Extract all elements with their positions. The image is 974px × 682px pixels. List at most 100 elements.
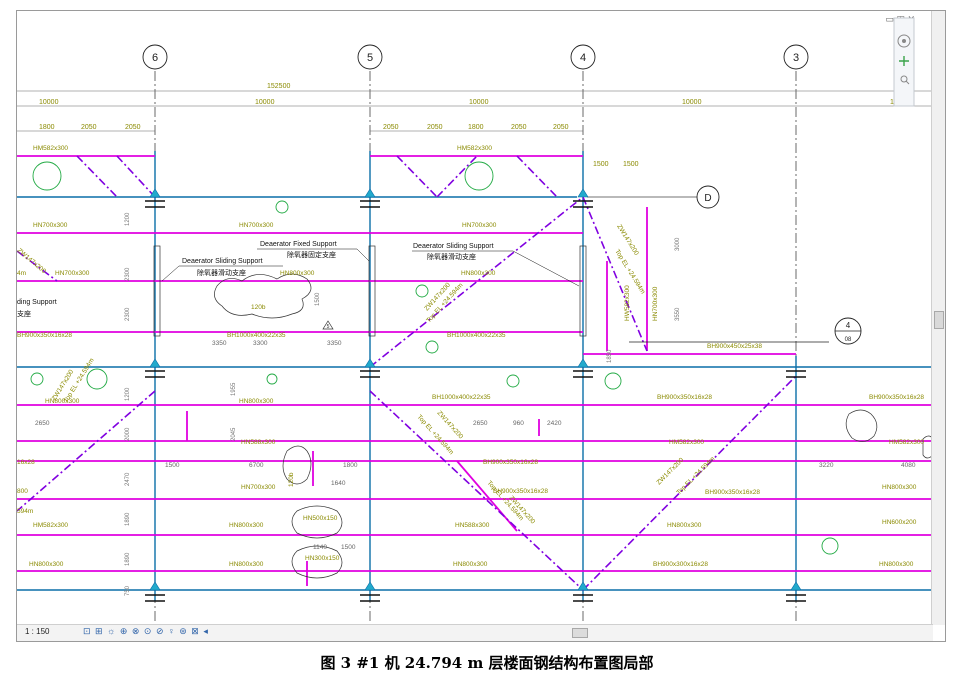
dim-left-top-2: 2050 [81,124,97,131]
dim-small-1: 1640 [331,480,346,487]
dim-right-top-2: 1500 [623,161,639,168]
section-mark: 4 08 [629,317,862,345]
member-row9-c: HN588x300 [455,522,490,529]
member-row2-b: HN700x300 [239,222,274,229]
member-row9-b: HN800x300 [229,522,264,529]
sliding-support-left-cn: 支座 [17,309,31,318]
axis-label-5: 5 [367,52,373,64]
member-row8-a: HN700x300 [241,484,276,491]
member-small-a: 120b [251,304,266,311]
dim-row-mid-3: 1800 [343,462,358,469]
svg-text:5: 5 [327,324,330,330]
dim-mid-top-4: 2050 [511,124,527,131]
member-row8-b: BH900x350x16x28 [705,489,760,496]
axis-bubble-5: 5 [357,44,383,70]
member-row2-c: HN700x300 [462,222,497,229]
vdim-2: 2300 [125,267,131,281]
dim-row-bottom-1: 3350 [212,340,227,347]
dim-left-top-3: 2050 [125,124,141,131]
axis-bubble-3: 3 [783,44,809,70]
member-small-b: 120b [288,472,295,487]
sliding-support-en: Deaerator Sliding Support [182,258,263,265]
figure-number: 图 3 [320,654,352,672]
vdim-14: 1850 [607,349,613,363]
section-num: 4 [846,321,851,330]
scale-readout[interactable]: 1 : 150 [25,627,50,636]
drawing-canvas[interactable]: 6 5 4 3 152500 1000 [17,11,933,625]
member-row3-a: HN700x300 [55,270,90,277]
annot-elev-left: 4m [17,270,26,277]
dim-far-right-1: 3220 [819,462,834,469]
horizontal-scroll-thumb[interactable] [572,628,588,638]
member-row4-b: BH1000x400x22x35 [227,332,286,339]
axis-label-6: 6 [152,52,158,64]
dim-row-bottom-3: 3350 [327,340,342,347]
dim-far-right-2: 4080 [901,462,916,469]
vdim-13: 3550 [675,307,681,321]
vdim-15: 1500 [315,292,321,306]
axis-label-d: D [704,193,711,204]
axis-label-4: 4 [580,52,586,64]
dim-mid-top-2: 2050 [427,124,443,131]
member-row10-d: BH900x300x16x28 [653,561,708,568]
annot-cut-left2: 16x28 [17,459,35,466]
pan-icon[interactable] [899,56,909,66]
vdim-12: 3000 [675,237,681,251]
dim-bay-2: 10000 [255,99,275,106]
member-row6-a: HN588x300 [241,439,276,446]
member-row8-d: HN800x300 [882,484,917,491]
dim-row-right-2: 960 [513,420,524,427]
member-row5-d: BH900x350x16x28 [657,394,712,401]
axis-label-3: 3 [793,52,799,64]
dim-small-2: 1500 [341,544,356,551]
vdim-5: 2000 [125,427,131,441]
dim-bay-1: 10000 [39,99,59,106]
member-row4-c: BH1000x400x22x35 [447,332,506,339]
sliding-support-right-en: Deaerator Sliding Support [413,243,494,250]
annot-elev-left2: 594m [17,508,33,515]
member-row3-b: HN800x300 [280,270,315,277]
member-row5-e: BH900x350x16x28 [869,394,924,401]
vdim-1: 1200 [125,212,131,226]
dim-mid-top-1: 2050 [383,124,399,131]
zoom-icon[interactable] [900,75,910,85]
member-row9-a: HM582x300 [33,522,68,529]
section-sheet: 08 [845,337,852,343]
vdim-8: 1890 [125,552,131,566]
member-row5-a: HN800x300 [45,398,80,405]
vdim-9: 750 [125,585,131,596]
dim-left-2650: 2650 [35,420,50,427]
dim-row-mid-2: 6700 [249,462,264,469]
steel-layout-drawing: 6 5 4 3 152500 1000 [17,44,933,621]
sliding-support-cn: 除氧器滑动支座 [197,268,246,277]
vdim-3: 2300 [125,307,131,321]
axis-bubble-d: D [696,185,720,209]
sliding-support-left-en: ding Support [17,299,57,306]
dim-row-right-1: 2650 [473,420,488,427]
vertical-scrollbar[interactable] [931,11,945,625]
member-row2-a: HN700x300 [33,222,68,229]
navigation-bar[interactable] [893,17,915,107]
member-row4-d: BH900x450x25x38 [707,343,762,350]
vdim-10: 1955 [231,382,237,396]
status-bar: 1 : 150 ⊡ ⊞ ☼ ⊕ ⊗ ⊙ ⊘ ♀ ⊛ ⊠ ◂ [17,624,933,641]
member-row6-c: HM582x300 [889,439,924,446]
dim-overall: 152500 [267,83,290,90]
steering-wheel-icon[interactable] [897,34,911,48]
member-hn300: HN300x150 [305,555,340,562]
vertical-scroll-thumb[interactable] [934,311,944,329]
vdim-7: 1890 [125,512,131,526]
member-row4-a: BH900x350x16x28 [17,332,72,339]
figure-title: #1 机 24.794 m 层楼面钢结构布置图局部 [356,654,654,672]
annot-cut-left: 800 [17,488,28,495]
dim-left-top-1: 1800 [39,124,55,131]
dim-mid-top-5: 2050 [553,124,569,131]
view-control-icons[interactable]: ⊡ ⊞ ☼ ⊕ ⊗ ⊙ ⊘ ♀ ⊛ ⊠ ◂ [83,626,209,636]
fixed-support-cn: 除氧器固定支座 [287,250,336,259]
member-row10-e: HN800x300 [879,561,914,568]
drawing-window: 6 5 4 3 152500 1000 [16,10,946,642]
vdim-11: 2045 [231,427,237,441]
member-row3-c: HN800x300 [461,270,496,277]
warning-triangle: 5 [322,320,334,330]
member-row1-b: HM582x300 [457,145,492,152]
